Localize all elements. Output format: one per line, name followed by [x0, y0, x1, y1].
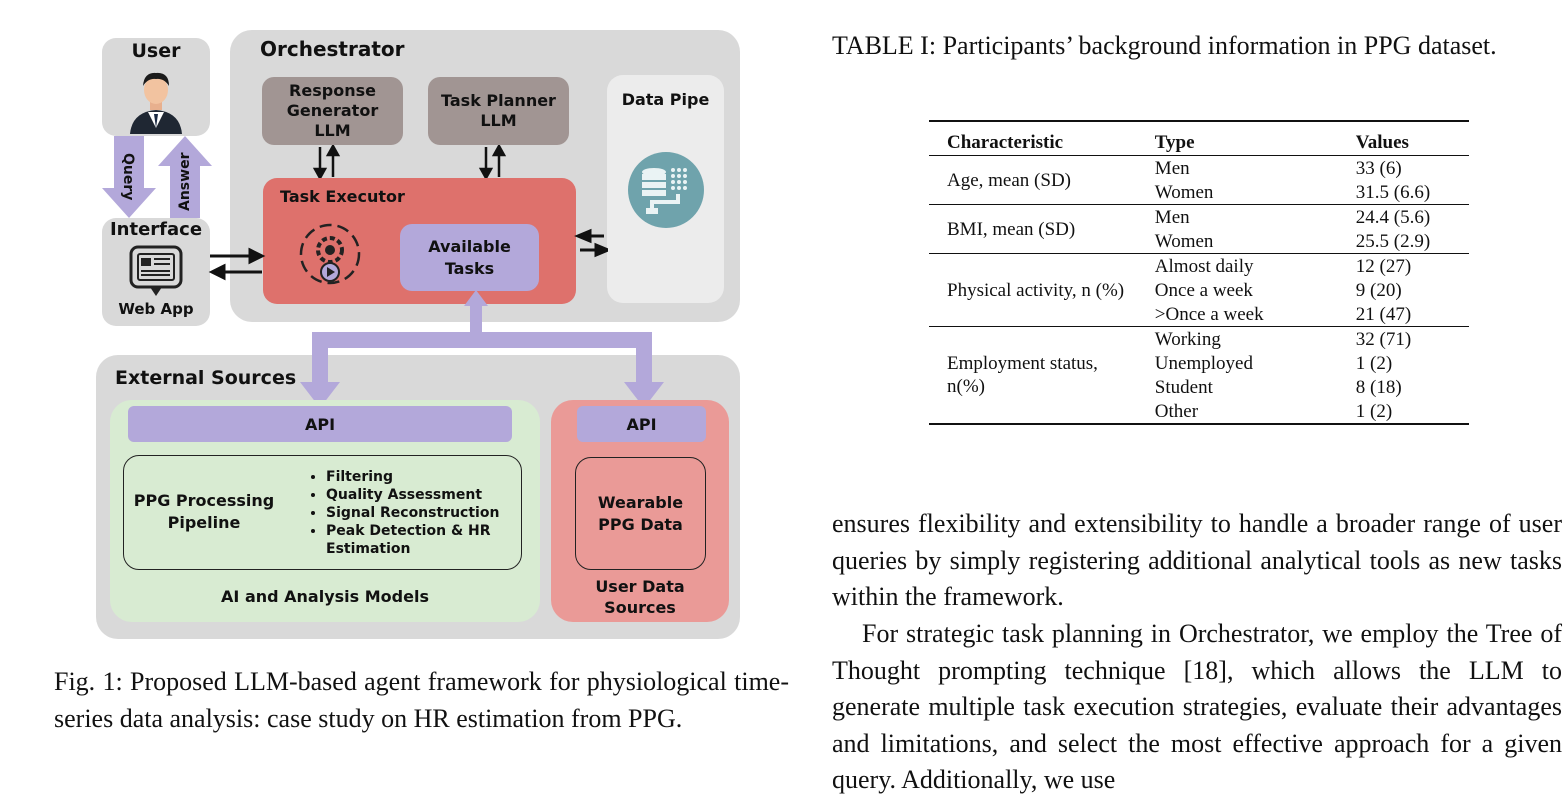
table-cell: 21 (47)	[1355, 303, 1412, 325]
query-label: Query	[120, 153, 136, 201]
table-header: Values	[1355, 132, 1409, 153]
table-cell: 25.5 (2.9)	[1355, 230, 1431, 252]
api-left-box: API	[128, 406, 512, 442]
ppg-pipeline-box	[123, 455, 522, 570]
table-cell: Men	[1154, 157, 1190, 179]
pipeline-step: Quality Assessment	[326, 486, 554, 504]
table-row: Physical activity, n (%) Almost daily 12…	[929, 254, 1469, 301]
pipeline-steps-list: Filtering Quality Assessment Signal Reco…	[290, 468, 554, 558]
table-cell: 1 (2)	[1355, 352, 1393, 374]
ppg-pipeline-title: PPG Processing Pipeline	[133, 491, 275, 532]
table-cell: Once a week	[1154, 279, 1253, 301]
api-left-label: API	[304, 414, 336, 434]
participants-table: Characteristic Type Values Age, mean (SD…	[929, 120, 1469, 425]
table-cell: Other	[1154, 400, 1199, 422]
table-cell: 1 (2)	[1355, 400, 1393, 422]
llm-executor-arrows	[312, 145, 507, 179]
table-cell: Employment status, n(%)	[947, 353, 1098, 397]
query-answer-arrows	[102, 136, 212, 218]
response-generator-label: Response Generator LLM	[286, 81, 379, 140]
table-cell: Age, mean (SD)	[947, 169, 1071, 191]
external-sources-title: External Sources	[115, 367, 297, 389]
table-row: Age, mean (SD) Men 33 (6)	[929, 156, 1469, 191]
table-row: Student 8 (18)	[929, 375, 1469, 399]
table-row: Once a week 9 (20)	[929, 278, 1469, 302]
table-cell: Women	[1154, 230, 1214, 252]
table-caption: TABLE I: Participants’ background inform…	[832, 31, 1497, 60]
user-title: User	[131, 40, 181, 62]
pipeline-step: Signal Reconstruction	[326, 504, 554, 522]
answer-label: Answer	[177, 152, 193, 211]
table-row: Other 1 (2)	[929, 399, 1469, 424]
body-paragraph-2: For strategic task planning in Orchestra…	[832, 619, 1562, 794]
table-cell: 12 (27)	[1355, 255, 1412, 277]
table-cell: Women	[1154, 181, 1214, 203]
web-app-label: Web App	[118, 300, 194, 318]
table-cell: Student	[1154, 376, 1213, 398]
body-paragraph-1: ensures flexibility and extensibility to…	[832, 509, 1562, 611]
table-header: Type	[1154, 132, 1195, 153]
table-cell: 31.5 (6.6)	[1355, 181, 1431, 203]
ai-models-label: AI and Analysis Models	[221, 587, 429, 606]
wearable-ppg-label: Wearable PPG Data	[597, 492, 684, 534]
table-row: Women 25.5 (2.9)	[929, 229, 1469, 254]
table-row: Employment status, n(%) Working 32 (71)	[929, 327, 1469, 398]
table-header: Characteristic	[947, 132, 1064, 153]
table-cell: Men	[1154, 206, 1190, 228]
table-cell: 24.4 (5.6)	[1355, 206, 1431, 228]
api-right-label: API	[626, 414, 657, 434]
table-cell: Unemployed	[1154, 352, 1253, 374]
api-right-box: API	[577, 406, 706, 442]
table-cell: 33 (6)	[1355, 157, 1402, 179]
executor-side-arrows	[208, 228, 608, 281]
database-pipe-icon	[628, 152, 704, 228]
table-row: Women 31.5 (6.6)	[929, 180, 1469, 205]
interface-title: Interface	[109, 219, 203, 240]
table-cell: Almost daily	[1154, 255, 1254, 277]
gear-play-icon	[299, 223, 361, 285]
user-data-sources-label: User Data Sources	[595, 577, 685, 617]
table-cell: Working	[1154, 328, 1221, 350]
table-cell: >Once a week	[1154, 303, 1264, 325]
table-row: Unemployed 1 (2)	[929, 351, 1469, 375]
wearable-ppg-box: Wearable PPG Data	[575, 457, 706, 570]
table-cell: 32 (71)	[1355, 328, 1412, 350]
available-tasks-label: Available Tasks	[428, 236, 511, 278]
figure-caption: Fig. 1: Proposed LLM-based agent framewo…	[54, 667, 789, 733]
orchestrator-title: Orchestrator	[260, 37, 405, 61]
task-planner-box: Task Planner LLM	[428, 77, 569, 145]
data-pipe-title: Data Pipe	[621, 90, 710, 109]
task-planner-label: Task Planner LLM	[441, 91, 556, 130]
available-tasks-box: Available Tasks	[400, 224, 539, 291]
user-avatar-icon	[130, 72, 182, 134]
table-row: >Once a week 21 (47)	[929, 302, 1469, 327]
table-cell: 9 (20)	[1355, 279, 1402, 301]
response-generator-box: Response Generator LLM	[262, 77, 403, 145]
table-row: BMI, mean (SD) Men 24.4 (5.6)	[929, 205, 1469, 240]
pipeline-step: Peak Detection & HR Estimation	[326, 522, 554, 558]
tasks-to-sources-connector	[300, 290, 664, 408]
task-executor-title: Task Executor	[280, 187, 405, 206]
pipeline-step: Filtering	[326, 468, 554, 486]
table-cell: Physical activity, n (%)	[947, 279, 1125, 301]
web-app-icon	[129, 245, 183, 296]
table-cell: 8 (18)	[1355, 376, 1402, 398]
table-cell: BMI, mean (SD)	[947, 218, 1076, 240]
